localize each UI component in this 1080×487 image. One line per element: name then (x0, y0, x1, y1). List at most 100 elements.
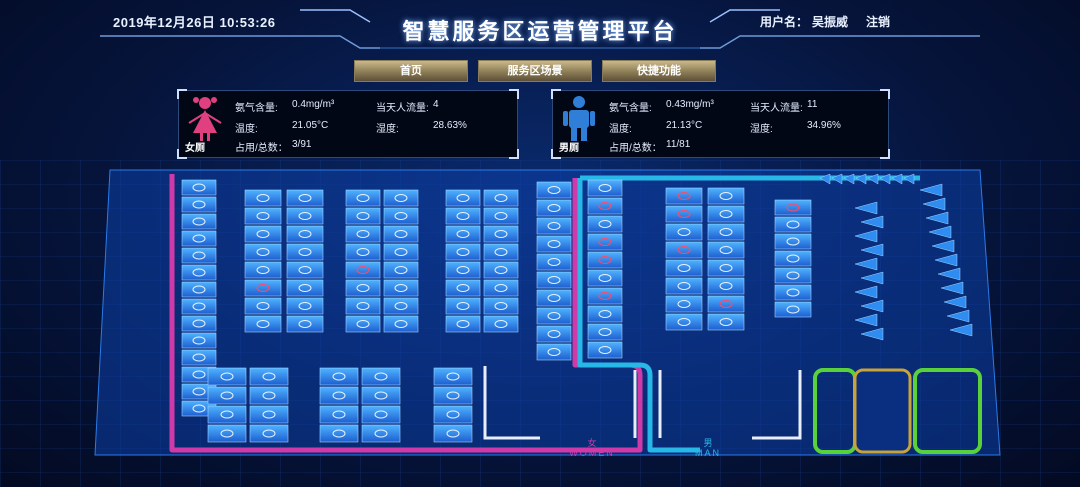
women-stall[interactable] (483, 189, 519, 207)
women-stall[interactable] (483, 225, 519, 243)
women-stall[interactable] (181, 264, 217, 281)
women-stall[interactable] (433, 386, 473, 405)
women-stall[interactable] (319, 405, 359, 424)
urinal[interactable] (854, 257, 878, 271)
urinal[interactable] (891, 173, 903, 185)
women-stall[interactable] (536, 217, 572, 235)
urinal[interactable] (903, 173, 915, 185)
women-stall[interactable] (483, 297, 519, 315)
urinal[interactable] (831, 173, 843, 185)
urinal[interactable] (879, 173, 891, 185)
women-stall[interactable] (181, 247, 217, 264)
women-stall[interactable] (536, 181, 572, 199)
women-stall[interactable] (286, 315, 324, 333)
women-stall[interactable] (181, 213, 217, 230)
women-stall[interactable] (433, 424, 473, 443)
women-stall[interactable] (181, 179, 217, 196)
men-stall[interactable] (707, 205, 745, 223)
women-stall[interactable] (286, 297, 324, 315)
men-stall[interactable] (665, 277, 703, 295)
urinal[interactable] (931, 239, 955, 253)
men-stall[interactable] (774, 199, 812, 216)
women-stall[interactable] (536, 271, 572, 289)
urinal[interactable] (860, 271, 884, 285)
women-stall[interactable] (445, 243, 481, 261)
family-room-2[interactable] (853, 368, 912, 454)
men-stall[interactable] (665, 187, 703, 205)
women-stall[interactable] (383, 243, 419, 261)
men-stall[interactable] (587, 323, 623, 341)
men-stall[interactable] (665, 259, 703, 277)
men-stall[interactable] (665, 205, 703, 223)
men-stall[interactable] (665, 313, 703, 331)
men-stall[interactable] (665, 295, 703, 313)
men-stall[interactable] (774, 216, 812, 233)
women-stall[interactable] (319, 424, 359, 443)
women-stall[interactable] (244, 279, 282, 297)
women-stall[interactable] (536, 325, 572, 343)
women-stall[interactable] (244, 261, 282, 279)
men-stall[interactable] (587, 341, 623, 359)
urinal[interactable] (946, 309, 970, 323)
women-stall[interactable] (207, 424, 247, 443)
women-stall[interactable] (345, 189, 381, 207)
women-stall[interactable] (383, 315, 419, 333)
urinal[interactable] (934, 253, 958, 267)
women-stall[interactable] (445, 315, 481, 333)
women-stall[interactable] (181, 315, 217, 332)
women-stall[interactable] (249, 367, 289, 386)
women-stall[interactable] (433, 367, 473, 386)
men-stall[interactable] (587, 233, 623, 251)
men-stall[interactable] (774, 250, 812, 267)
women-stall[interactable] (181, 332, 217, 349)
men-stall[interactable] (587, 197, 623, 215)
women-stall[interactable] (445, 279, 481, 297)
women-stall[interactable] (383, 261, 419, 279)
women-stall[interactable] (345, 207, 381, 225)
women-stall[interactable] (244, 225, 282, 243)
urinal[interactable] (943, 295, 967, 309)
women-stall[interactable] (383, 207, 419, 225)
women-stall[interactable] (383, 297, 419, 315)
women-stall[interactable] (383, 225, 419, 243)
women-stall[interactable] (445, 261, 481, 279)
urinal[interactable] (843, 173, 855, 185)
men-stall[interactable] (665, 223, 703, 241)
women-stall[interactable] (345, 315, 381, 333)
men-stall[interactable] (587, 287, 623, 305)
men-stall[interactable] (587, 215, 623, 233)
men-stall[interactable] (665, 241, 703, 259)
urinal[interactable] (940, 281, 964, 295)
women-stall[interactable] (319, 367, 359, 386)
nav-scene-button[interactable]: 服务区场景 (478, 60, 592, 82)
women-stall[interactable] (483, 207, 519, 225)
women-stall[interactable] (249, 405, 289, 424)
men-stall[interactable] (707, 259, 745, 277)
men-stall[interactable] (587, 251, 623, 269)
women-stall[interactable] (181, 230, 217, 247)
women-stall[interactable] (536, 343, 572, 361)
men-stall[interactable] (707, 241, 745, 259)
urinal[interactable] (854, 229, 878, 243)
urinal[interactable] (855, 173, 867, 185)
women-stall[interactable] (286, 243, 324, 261)
urinal[interactable] (860, 327, 884, 341)
women-stall[interactable] (244, 297, 282, 315)
men-stall[interactable] (774, 267, 812, 284)
men-stall[interactable] (587, 269, 623, 287)
women-stall[interactable] (249, 424, 289, 443)
urinal[interactable] (860, 215, 884, 229)
women-stall[interactable] (536, 235, 572, 253)
men-stall[interactable] (587, 305, 623, 323)
urinal[interactable] (949, 323, 973, 337)
women-stall[interactable] (361, 367, 401, 386)
urinal[interactable] (922, 197, 946, 211)
women-stall[interactable] (286, 225, 324, 243)
women-stall[interactable] (286, 261, 324, 279)
women-stall[interactable] (244, 189, 282, 207)
women-stall[interactable] (319, 386, 359, 405)
urinal[interactable] (854, 201, 878, 215)
women-stall[interactable] (244, 243, 282, 261)
women-stall[interactable] (181, 349, 217, 366)
women-stall[interactable] (207, 367, 247, 386)
